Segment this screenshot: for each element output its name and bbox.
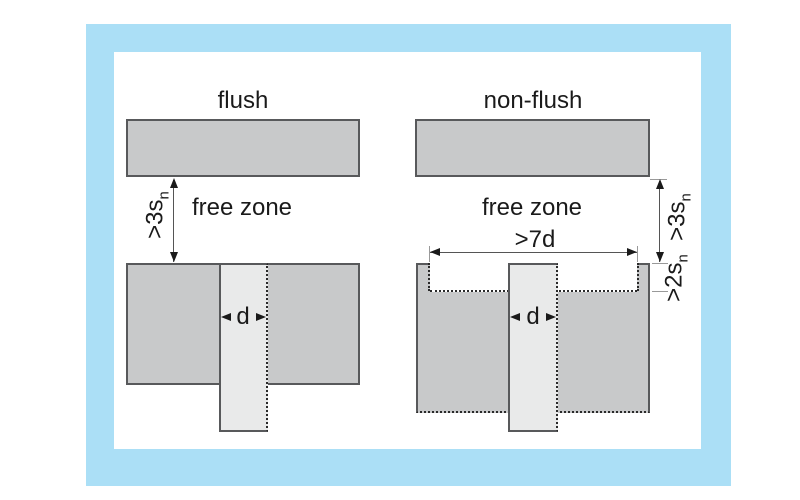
recess-width-extension-right [637, 246, 638, 262]
d-label-flush: d [236, 303, 250, 330]
recess-edge-dotted-left [428, 263, 430, 291]
d-label-non-flush: d [526, 303, 540, 330]
title-flush: flush [217, 87, 269, 114]
free-zone-label-non-flush: free zone [481, 194, 583, 221]
recess-width-dim-line [430, 252, 637, 253]
recess-edge-dotted-right [637, 263, 639, 291]
arrow-up-icon-non-flush [656, 179, 664, 189]
title-non-flush: non-flush [483, 87, 583, 114]
d-arrow-left-icon-flush [221, 313, 231, 321]
arrow-down-icon-flush [170, 252, 178, 262]
clearance-label-flush: >3sn [141, 191, 173, 239]
target-plate-non-flush [415, 119, 650, 177]
target-plate-flush [126, 119, 360, 177]
sensor-flush [219, 263, 268, 432]
clearance-dim-line-non-flush [659, 181, 660, 262]
recess-depth-label: >2sn [660, 254, 692, 302]
free-zone-label-flush: free zone [191, 194, 293, 221]
recess-width-arrow-left-icon [430, 248, 440, 256]
blue-frame [86, 24, 731, 486]
d-arrow-right-icon-non-flush [546, 313, 556, 321]
sensor-non-flush [508, 263, 558, 432]
clearance-label-non-flush: >3sn [663, 193, 695, 241]
recess-width-extension-left [429, 246, 430, 262]
clearance-dim-line-flush [173, 180, 174, 262]
d-arrow-right-icon-flush [256, 313, 266, 321]
recess-depth-extension-top [652, 263, 668, 264]
mounting-block-right-rim [637, 263, 650, 294]
recess-depth-extension-bottom [652, 291, 668, 292]
mounting-block-left-rim [416, 263, 430, 294]
d-arrow-left-icon-non-flush [510, 313, 520, 321]
arrow-down-icon-non-flush [656, 252, 664, 262]
arrow-up-icon-flush [170, 178, 178, 188]
recess-width-label: >7d [514, 226, 556, 253]
recess-width-arrow-right-icon [627, 248, 637, 256]
